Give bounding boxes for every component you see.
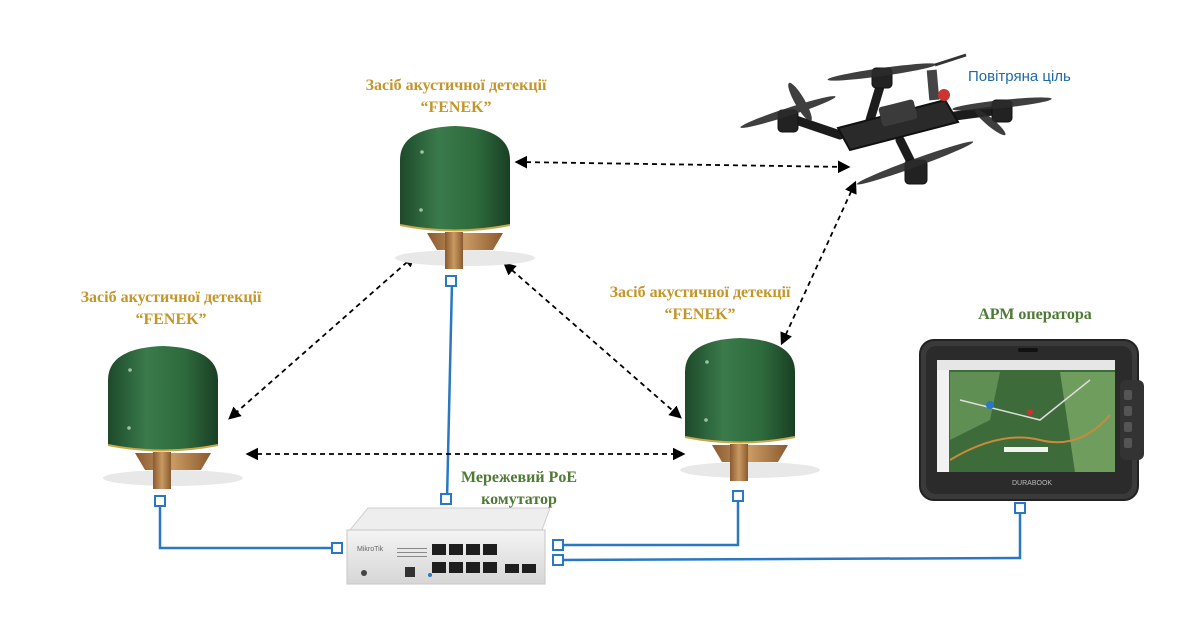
sensor-left-label-line2: “FENEK” [135, 311, 207, 328]
acoustic-sensor-icon [680, 338, 820, 481]
acoustic-sensor-icon [395, 126, 535, 269]
sensor-top-label: Засіб акустичної детекції “FENEK” [340, 75, 572, 119]
switch-label: Мережевий PoE комутатор [444, 467, 594, 511]
switch-label-line1: Мережевий PoE [460, 469, 577, 486]
tablet-brand: DURABOOK [1012, 480, 1052, 487]
sensor-top-label-line2: “FENEK” [420, 99, 492, 116]
sensor-left-label: Засіб акустичної детекції “FENEK” [55, 287, 287, 331]
network-switch-icon: MikroTik [346, 507, 551, 585]
acoustic-sensor-icon [103, 346, 243, 489]
network-links [158, 281, 1022, 562]
operator-label: АРМ оператора [978, 306, 1092, 323]
link-right-sensor [557, 497, 740, 547]
link-ports [154, 275, 1026, 566]
sensor-left-label-line1: Засіб акустичної детекції [80, 289, 262, 306]
link-drone-right [780, 180, 857, 346]
link-top-right [503, 262, 682, 419]
link-left-sensor [158, 503, 338, 550]
sensor-right-label: Засіб акустичної детекції “FENEK” [584, 282, 816, 326]
sensor-right-label-line2: “FENEK” [664, 306, 736, 323]
switch-brand: MikroTik [357, 546, 384, 553]
acoustic-links [228, 155, 857, 461]
drone-icon [740, 53, 1052, 185]
sensor-top-label-line1: Засіб акустичної детекції [365, 77, 547, 94]
switch-label-line2: комутатор [481, 491, 557, 508]
sensor-right-label-line1: Засіб акустичної детекції [609, 284, 791, 301]
link-top-left [228, 254, 416, 420]
link-operator [556, 508, 1022, 562]
link-top-sensor [445, 281, 454, 501]
rugged-tablet-icon: DURABOOK [919, 339, 1144, 501]
link-top-drone [514, 155, 851, 174]
target-label: Повітряна ціль [968, 68, 1071, 85]
